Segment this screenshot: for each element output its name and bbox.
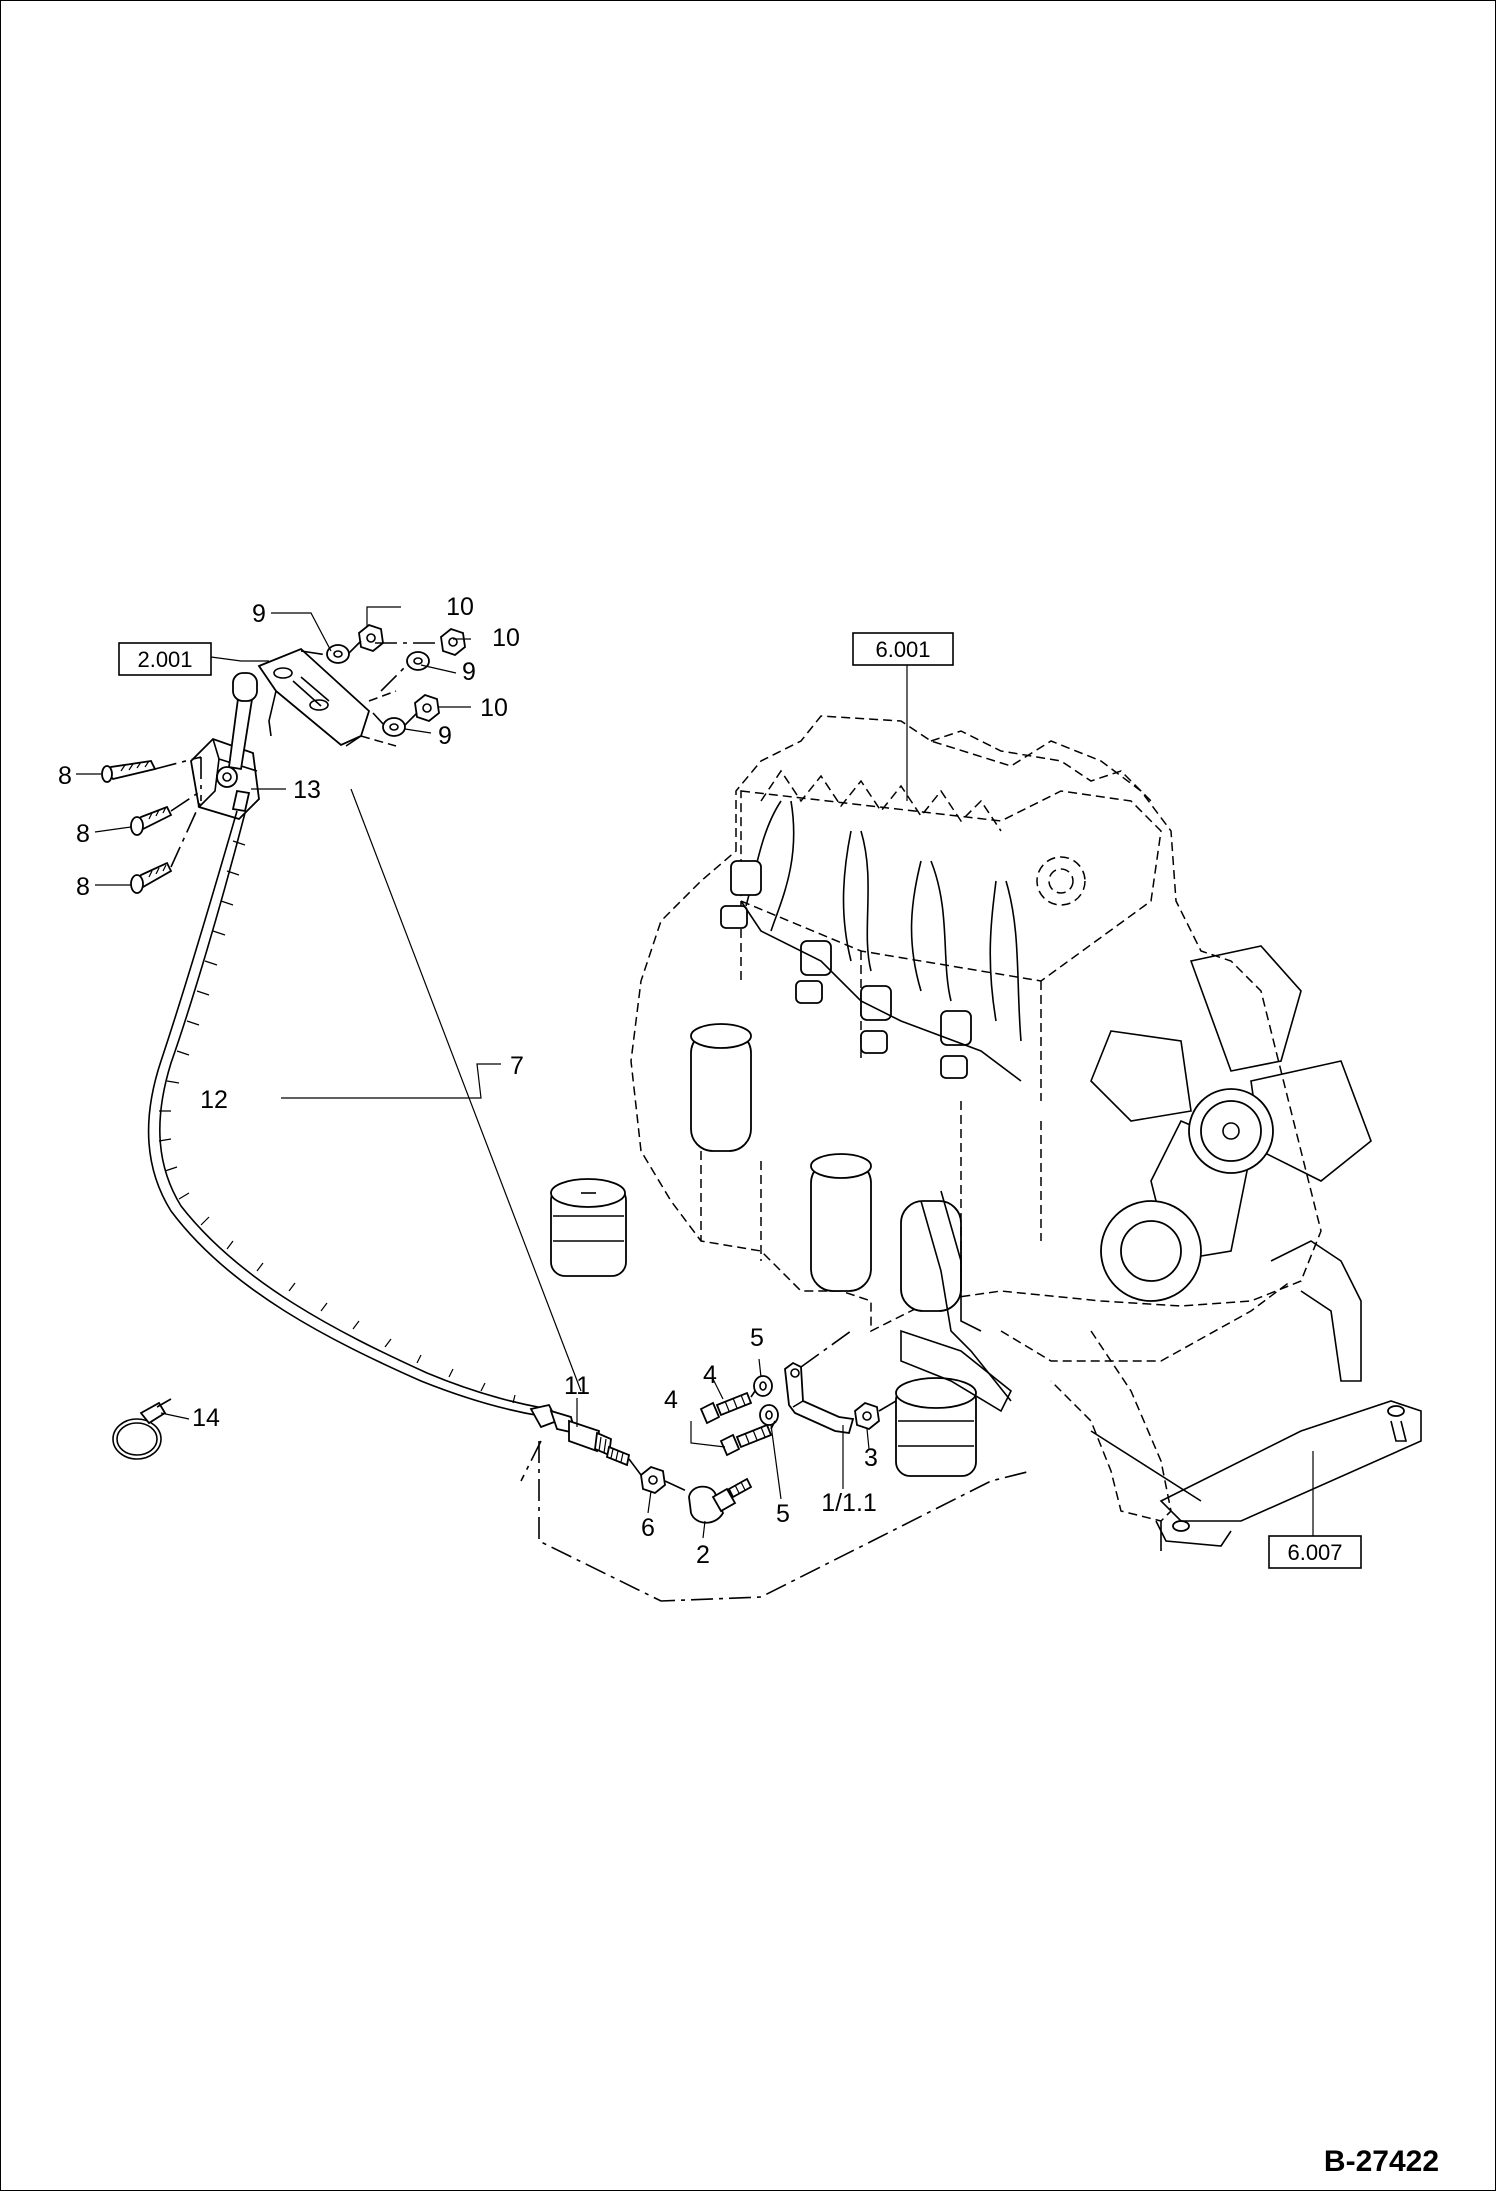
nut-10-lower bbox=[414, 693, 440, 723]
screw-8-top bbox=[101, 760, 157, 783]
callout-4-top: 4 bbox=[703, 1361, 717, 1389]
callout-8-bottom: 8 bbox=[76, 873, 90, 901]
cooling-fan bbox=[1090, 945, 1372, 1302]
callout-14: 14 bbox=[192, 1404, 220, 1432]
callout-4-lower: 4 bbox=[664, 1386, 678, 1414]
washer-5-lower bbox=[759, 1404, 779, 1426]
leader-lines bbox=[76, 606, 1314, 1539]
callout-3: 3 bbox=[864, 1444, 878, 1472]
engine-assembly bbox=[550, 715, 1372, 1477]
callout-8-mid: 8 bbox=[76, 820, 90, 848]
washer-9-upper bbox=[326, 644, 350, 664]
washer-5-upper bbox=[753, 1375, 773, 1397]
callout-labels: 9 10 10 9 10 9 8 8 8 13 7 12 11 14 6 2 5… bbox=[58, 593, 878, 1569]
bracket-1 bbox=[784, 1361, 855, 1435]
screw-8-bottom bbox=[130, 861, 173, 894]
nut-10-mid bbox=[440, 627, 466, 657]
callout-9-top: 9 bbox=[252, 600, 266, 628]
cable-tie-14 bbox=[112, 1398, 172, 1460]
washer-9-lower bbox=[382, 717, 406, 737]
callout-5-lower: 5 bbox=[776, 1500, 790, 1528]
ref-box-6-001: 6.001 bbox=[852, 632, 954, 666]
washer-9-mid bbox=[406, 651, 430, 671]
callout-2: 2 bbox=[696, 1541, 710, 1569]
callout-1-1-1: 1/1.1 bbox=[821, 1489, 877, 1517]
callout-12: 12 bbox=[200, 1086, 228, 1114]
drawing-number: B-27422 bbox=[1324, 2145, 1439, 2178]
engine-mount-right bbox=[895, 1377, 977, 1477]
callout-10-low: 10 bbox=[480, 694, 508, 722]
throttle-cable bbox=[147, 810, 631, 1467]
callout-5-top: 5 bbox=[750, 1324, 764, 1352]
callout-10-mid: 10 bbox=[492, 624, 520, 652]
svg-text:6.007: 6.007 bbox=[1287, 1540, 1342, 1565]
throttle-control-lever bbox=[190, 647, 397, 821]
bolt-4-upper bbox=[699, 1391, 753, 1425]
svg-text:6.001: 6.001 bbox=[875, 637, 930, 662]
screw-8-mid bbox=[130, 805, 173, 836]
ball-joint-2 bbox=[688, 1477, 753, 1524]
engine-mount-left bbox=[550, 1178, 627, 1277]
callout-7: 7 bbox=[510, 1052, 524, 1080]
callout-6: 6 bbox=[641, 1514, 655, 1542]
ref-box-2-001: 2.001 bbox=[118, 642, 212, 676]
engine-frame bbox=[1000, 1240, 1422, 1551]
callout-9-low: 9 bbox=[438, 722, 452, 750]
nut-6 bbox=[640, 1465, 666, 1495]
callout-8-top: 8 bbox=[58, 762, 72, 790]
callout-13: 13 bbox=[293, 776, 321, 804]
callout-9-mid: 9 bbox=[462, 658, 476, 686]
bolt-4-lower bbox=[719, 1423, 773, 1457]
nut-3 bbox=[854, 1401, 880, 1431]
ref-box-6-007: 6.007 bbox=[1268, 1535, 1362, 1569]
nut-10-upper bbox=[358, 623, 384, 653]
callout-11: 11 bbox=[564, 1372, 590, 1400]
callout-10-top: 10 bbox=[446, 593, 474, 621]
svg-text:2.001: 2.001 bbox=[137, 647, 192, 672]
